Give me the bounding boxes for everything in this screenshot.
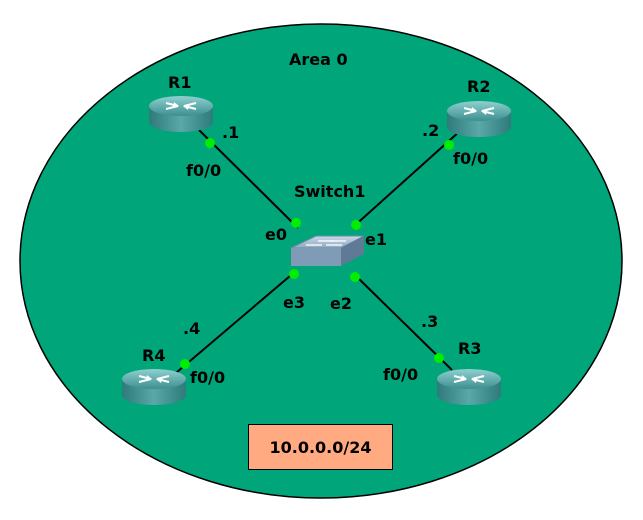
port-dot-r4 [180,359,190,369]
switch-port-e2: e2 [330,294,352,313]
switch-port-e0: e0 [265,225,287,244]
switch1[interactable] [290,235,365,266]
r4-interface: f0/0 [190,368,225,387]
r1-host-id: .1 [222,123,239,142]
port-dot-r1 [205,138,215,148]
router-r1[interactable] [148,95,214,133]
switch-label: Switch1 [294,182,365,201]
subnet-label: 10.0.0.0/24 [269,437,372,457]
switch-side [341,236,364,266]
r2-host-id: .2 [422,121,439,140]
router-r3[interactable] [436,368,502,406]
r1-label: R1 [168,73,191,92]
port-dot-sw-e2 [350,272,360,282]
subnet-label-box: 10.0.0.0/24 [248,424,393,470]
port-dot-sw-e1 [351,220,361,230]
port-dots [180,138,454,369]
port-dot-r3 [434,353,444,363]
link-r4-switch [169,275,291,379]
r2-label: R2 [467,77,490,96]
r4-host-id: .4 [183,319,200,338]
switch-port-e1: e1 [365,230,387,249]
port-dot-sw-e0 [291,218,301,228]
switch-arrows-icon [306,240,346,246]
link-r2-switch [351,130,461,229]
port-dot-r2 [444,140,454,150]
r3-interface: f0/0 [383,365,418,384]
switch-front [291,248,341,266]
port-dot-sw-e3 [289,269,299,279]
router-r4[interactable] [121,368,187,406]
r4-label: R4 [142,346,165,365]
area-label: Area 0 [289,50,348,69]
r3-host-id: .3 [421,312,438,331]
router-r2[interactable] [446,100,512,138]
switch-port-e3: e3 [283,293,305,312]
r2-interface: f0/0 [453,149,488,168]
r3-label: R3 [458,339,481,358]
r1-interface: f0/0 [186,161,221,180]
